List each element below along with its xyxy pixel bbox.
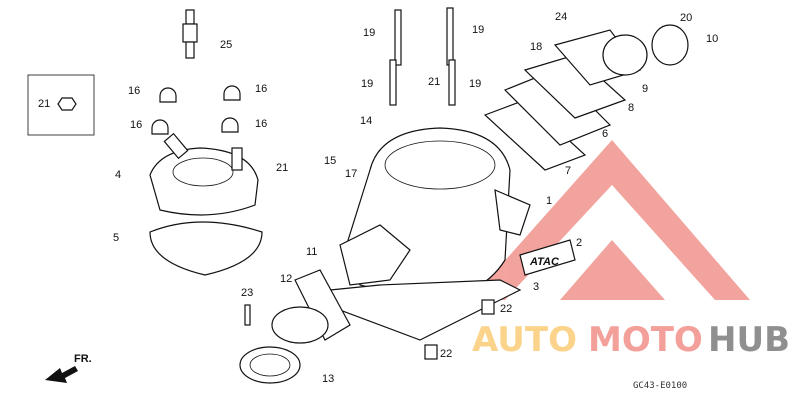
watermark-text: AUTO MOTO HUB [472,320,790,360]
studs [389,7,456,106]
callout-23: 23 [241,287,253,299]
callout-18: 18 [530,41,542,53]
callout-9: 9 [642,83,648,95]
callout-25: 25 [220,39,232,51]
callout-16: 16 [128,85,140,97]
callout-19: 19 [472,24,484,36]
callout-16: 16 [255,83,267,95]
callout-17: 17 [345,168,357,180]
callout-21: 21 [38,98,50,110]
callout-16: 16 [255,118,267,130]
spark-plug [182,9,198,59]
intake-parts [239,269,495,384]
callout-10: 10 [706,33,718,45]
callout-20: 20 [680,12,692,24]
callout-24: 24 [555,11,567,23]
callout-15: 15 [324,155,336,167]
callout-12: 12 [280,273,292,285]
callout-6: 6 [602,128,608,140]
front-direction-arrow: FR. [45,353,92,383]
callout-22: 22 [440,348,452,360]
nut [57,97,77,111]
callout-2: 2 [576,237,582,249]
atac-gasket: ATAC [519,239,576,276]
callout-8: 8 [628,102,634,114]
inset-box [27,74,95,136]
watermark-auto: AUTO [472,320,577,360]
cap-nuts [151,85,241,135]
callout-19: 19 [361,78,373,90]
callout-4: 4 [115,169,121,181]
callout-1: 1 [546,195,552,207]
callout-19: 19 [469,78,481,90]
front-label: FR. [74,353,92,365]
cylinder [339,127,531,301]
callout-13: 13 [322,373,334,385]
callout-11: 11 [306,246,317,258]
gasket-text: ATAC [529,256,560,268]
cylinder-head [149,132,259,216]
callout-7: 7 [565,165,571,177]
callout-16: 16 [130,119,142,131]
callout-21: 21 [428,76,440,88]
callout-14: 14 [360,115,372,127]
callout-5: 5 [113,232,119,244]
diagram-code: GC43-E0100 [633,381,687,391]
head-gasket [149,221,263,276]
watermark-hub: HUB [708,320,790,360]
callout-21: 21 [276,162,288,174]
callout-22: 22 [500,303,512,315]
callout-3: 3 [533,281,539,293]
watermark-moto: MOTO [588,320,703,360]
reed-valve-assembly [483,24,689,171]
callout-19: 19 [363,27,375,39]
